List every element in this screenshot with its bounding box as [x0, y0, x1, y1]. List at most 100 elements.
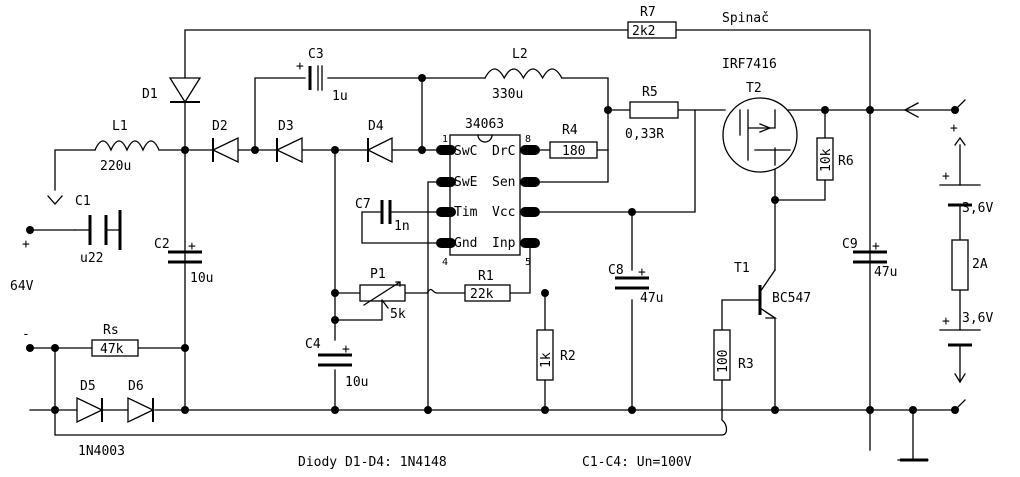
junction-dots [26, 74, 959, 414]
wires [54, 29, 966, 461]
c7-value: 1n [394, 219, 410, 234]
spinac-label: Spinač [722, 11, 769, 26]
c9-ref: C9 [842, 237, 858, 252]
r3-ref: R3 [738, 357, 754, 372]
battery-pack: + + 3,6V 3,6V 2A [939, 169, 993, 347]
note-caps: C1-C4: Un=100V [582, 455, 692, 470]
r7-ref: R7 [640, 5, 656, 20]
c3-ref: C3 [308, 47, 324, 62]
note-diodes: Diody D1-D4: 1N4148 [298, 455, 447, 470]
ic-tim: Tim [454, 205, 478, 220]
diode-d5: D5 [76, 379, 129, 424]
l1-ref: L1 [112, 119, 128, 134]
c3-plus: + [296, 59, 304, 74]
c8-value: 47u [640, 291, 663, 306]
ic-swe: SwE [454, 175, 477, 190]
plus-out-label: + [950, 121, 958, 136]
l1-value: 220u [100, 159, 131, 174]
c4-value: 10u [345, 375, 368, 390]
ic-sen: Sen [492, 175, 515, 190]
r6-ref: R6 [838, 154, 854, 169]
rs-ref: Rs [103, 323, 119, 338]
diode-d6: D6 [127, 379, 155, 424]
battery-cell1: 3,6V [962, 201, 993, 216]
d6-ref: D6 [128, 379, 144, 394]
capacitor-c3: + C3 1u [296, 47, 348, 104]
transistor-t1: T1 BC547 [734, 261, 811, 319]
ic-swc: SwC [454, 144, 477, 159]
d5-ref: D5 [80, 379, 96, 394]
ic-vcc: Vcc [492, 205, 515, 220]
c9-plus: + [872, 239, 880, 254]
resistor-r4: R4 180 [549, 123, 598, 159]
c1-ref: C1 [75, 194, 91, 209]
c4-plus: + [342, 342, 350, 357]
resistor-r2: 1k R2 [536, 329, 576, 381]
d2-ref: D2 [212, 119, 228, 134]
ic-drc: DrC [492, 144, 515, 159]
potentiometer-p1: P1 5k [359, 267, 406, 322]
p1-ref: P1 [370, 267, 386, 282]
r4-ref: R4 [562, 123, 578, 138]
c2-value: 10u [190, 271, 213, 286]
t2-ref: T2 [746, 81, 762, 96]
capacitor-c4: + C4 10u [305, 337, 368, 390]
output-terminal-ticks [954, 99, 966, 411]
capacitor-c9: + C9 47u [842, 237, 897, 280]
resistor-r1: R1 22k [464, 269, 511, 302]
rs-value: 47k [100, 342, 124, 357]
r1-ref: R1 [478, 269, 494, 284]
r7-value: 2k2 [632, 24, 655, 39]
battery-cell2: 3,6V [962, 311, 993, 326]
t1-ref: T1 [734, 261, 750, 276]
t2-part: IRF7416 [722, 57, 777, 72]
r1-value: 22k [470, 287, 494, 302]
c2-plus: + [188, 239, 196, 254]
r6-value: 10k [819, 148, 834, 172]
capacitor-c8: + C8 47u [608, 263, 663, 306]
r2-value: 1k [539, 352, 554, 368]
d1-ref: D1 [142, 87, 158, 102]
c3-value: 1u [332, 89, 348, 104]
r5-ref: R5 [642, 85, 658, 100]
c8-plus: + [638, 265, 646, 280]
ic-34063: 34063 1 8 4 5 SwC DrC SwE Sen Tim Vcc Gn… [436, 117, 540, 268]
ic-part: 34063 [465, 117, 504, 132]
minus-in-label: - [22, 327, 30, 342]
r2-ref: R2 [560, 349, 576, 364]
transistor-t2: IRF7416 T2 [722, 57, 798, 173]
ic-inp: Inp [492, 236, 516, 251]
r5-value: 0,33R [625, 127, 664, 142]
battery-plus1: + [942, 169, 950, 184]
diode-d4: D4 [366, 119, 393, 164]
c9-value: 47u [874, 265, 897, 280]
c7-ref: C7 [355, 197, 371, 212]
diode-d2: D2 [211, 119, 239, 164]
d3-ref: D3 [278, 119, 294, 134]
fuse-label: 2A [972, 257, 988, 272]
voltage-in-label: 64V [10, 279, 34, 294]
diode-d3: D3 [275, 119, 303, 164]
input-terminals: + - 64V [10, 195, 76, 411]
ic-pin1: 1 [442, 134, 448, 145]
diode-part-label: 1N4003 [78, 444, 125, 459]
ic-pin8: 8 [525, 134, 531, 145]
capacitor-c1: C1 u22 [74, 194, 122, 266]
c4-ref: C4 [305, 337, 321, 352]
plus-in-label: + [22, 237, 30, 252]
resistor-r7: R7 2k2 [627, 5, 677, 39]
resistor-r6: 10k R6 [816, 137, 854, 181]
l2-value: 330u [492, 87, 523, 102]
r4-value: 180 [562, 144, 585, 159]
ic-pin4: 4 [442, 257, 448, 268]
d4-ref: D4 [368, 119, 384, 134]
l2-ref: L2 [512, 47, 528, 62]
resistor-r5: R5 0,33R [625, 85, 679, 142]
diode-d1: D1 [142, 77, 202, 104]
ic-pin-pads [436, 145, 540, 248]
resistor-rs: Rs 47k [91, 323, 139, 357]
capacitor-c2: + C2 10u [154, 237, 213, 286]
t1-part: BC547 [772, 291, 811, 306]
c8-ref: C8 [608, 263, 624, 278]
